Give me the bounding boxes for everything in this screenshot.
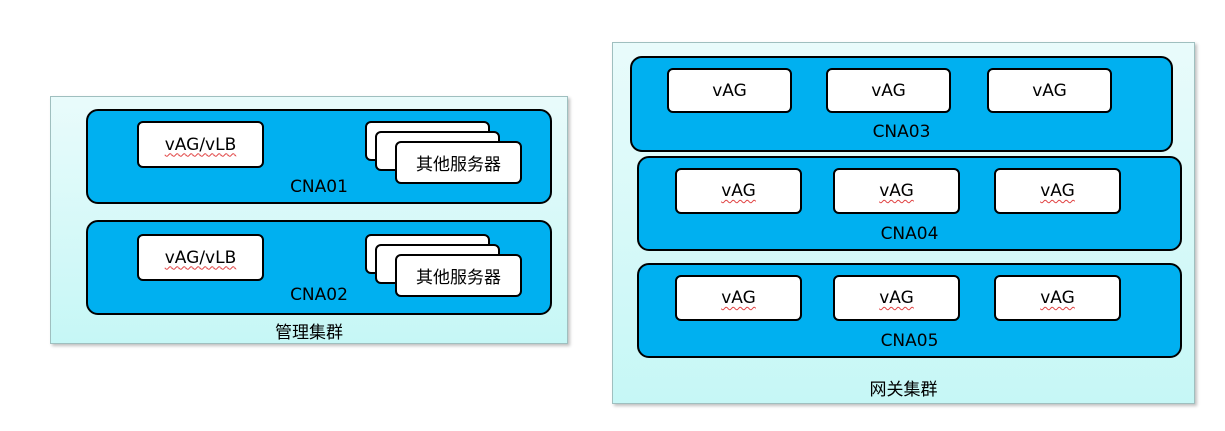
host-label: CNA03: [872, 122, 931, 142]
vm-label: vAG: [1040, 288, 1075, 308]
vm-vag: vAG: [667, 68, 792, 113]
host-label: CNA02: [290, 285, 348, 305]
host-cna03: vAG vAG vAG CNA03: [630, 56, 1173, 152]
host-cna01: vAG/vLB 其他服务器 CNA01: [86, 109, 552, 204]
vm-vag: vAG: [987, 68, 1112, 113]
vm-label: vAG/vLB: [164, 247, 237, 268]
other-servers-label: 其他服务器: [416, 268, 501, 288]
other-servers-label: 其他服务器: [416, 155, 501, 175]
management-cluster-label: 管理集群: [275, 323, 343, 343]
vm-vag: vAG: [994, 168, 1121, 214]
vm-label: vAG: [871, 80, 906, 101]
vm-label: vAG: [1032, 80, 1067, 101]
host-label: CNA01: [290, 177, 348, 197]
vm-label: vAG: [712, 80, 747, 101]
host-cna02: vAG/vLB 其他服务器 CNA02: [86, 220, 552, 315]
vm-vag: vAG: [826, 68, 951, 113]
vm-label: vAG: [721, 288, 756, 308]
vm-label: vAG: [721, 181, 756, 201]
other-servers-box: 其他服务器: [395, 141, 522, 184]
vm-label: vAG: [1040, 181, 1075, 201]
vm-vag: vAG: [833, 275, 960, 321]
gateway-cluster-label: 网关集群: [869, 380, 938, 400]
host-label: CNA05: [880, 331, 939, 351]
host-label: CNA04: [880, 224, 939, 244]
vm-vag: vAG: [675, 275, 802, 321]
host-cna05: vAG vAG vAG CNA05: [637, 263, 1182, 358]
vm-vag: vAG: [994, 275, 1121, 321]
vm-label: vAG/vLB: [164, 134, 237, 155]
vm-vag: vAG: [833, 168, 960, 214]
vm-vag-vlb: vAG/vLB: [137, 234, 264, 281]
vm-label: vAG: [879, 181, 914, 201]
other-servers-box: 其他服务器: [395, 254, 522, 297]
vm-vag-vlb: vAG/vLB: [137, 121, 264, 168]
host-cna04: vAG vAG vAG CNA04: [637, 156, 1182, 251]
vm-label: vAG: [879, 288, 914, 308]
vm-vag: vAG: [675, 168, 802, 214]
